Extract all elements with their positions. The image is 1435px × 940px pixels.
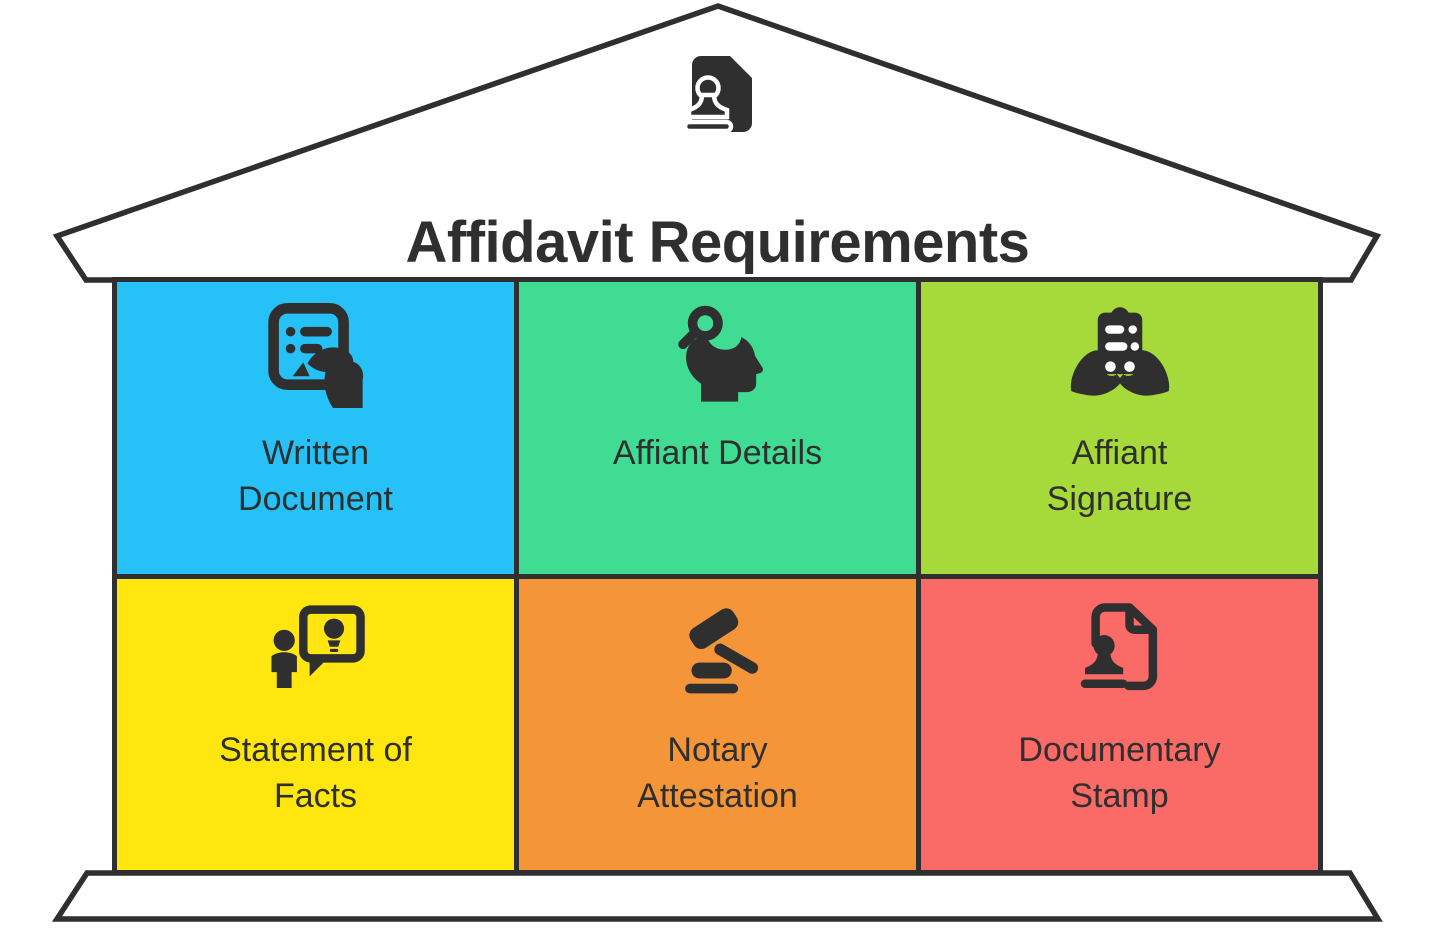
- stamped-document-icon: [682, 52, 760, 134]
- cell-documentary-stamp: Documentary Stamp: [921, 578, 1318, 870]
- statement-of-facts-icon: [270, 604, 365, 688]
- requirements-grid: Written Document Affiant Details: [112, 277, 1323, 875]
- cell-label: Notary Attestation: [637, 730, 798, 815]
- documentary-stamp-icon: [1080, 602, 1157, 690]
- affiant-details-icon: [677, 305, 763, 402]
- cell-affiant-signature: Affiant Signature: [921, 282, 1318, 574]
- cell-label: Affiant Signature: [1046, 434, 1193, 518]
- notary-attestation-icon: [684, 607, 758, 693]
- cell-label: Statement of Facts: [219, 730, 412, 815]
- page-title: Affidavit Requirements: [405, 209, 1030, 275]
- foundation-shape: [51, 870, 1383, 922]
- cell-statement-of-facts: Statement of Facts: [117, 578, 514, 870]
- cell-label: Documentary Stamp: [1018, 730, 1221, 815]
- cell-written-document: Written Document: [117, 282, 514, 574]
- affiant-signature-icon: [1070, 307, 1169, 396]
- written-document-icon: [267, 303, 363, 408]
- cell-affiant-details: Affiant Details: [519, 282, 916, 574]
- cell-label: Written Document: [238, 434, 393, 518]
- cell-label: Affiant Details: [612, 434, 823, 472]
- cell-notary-attestation: Notary Attestation: [519, 578, 916, 870]
